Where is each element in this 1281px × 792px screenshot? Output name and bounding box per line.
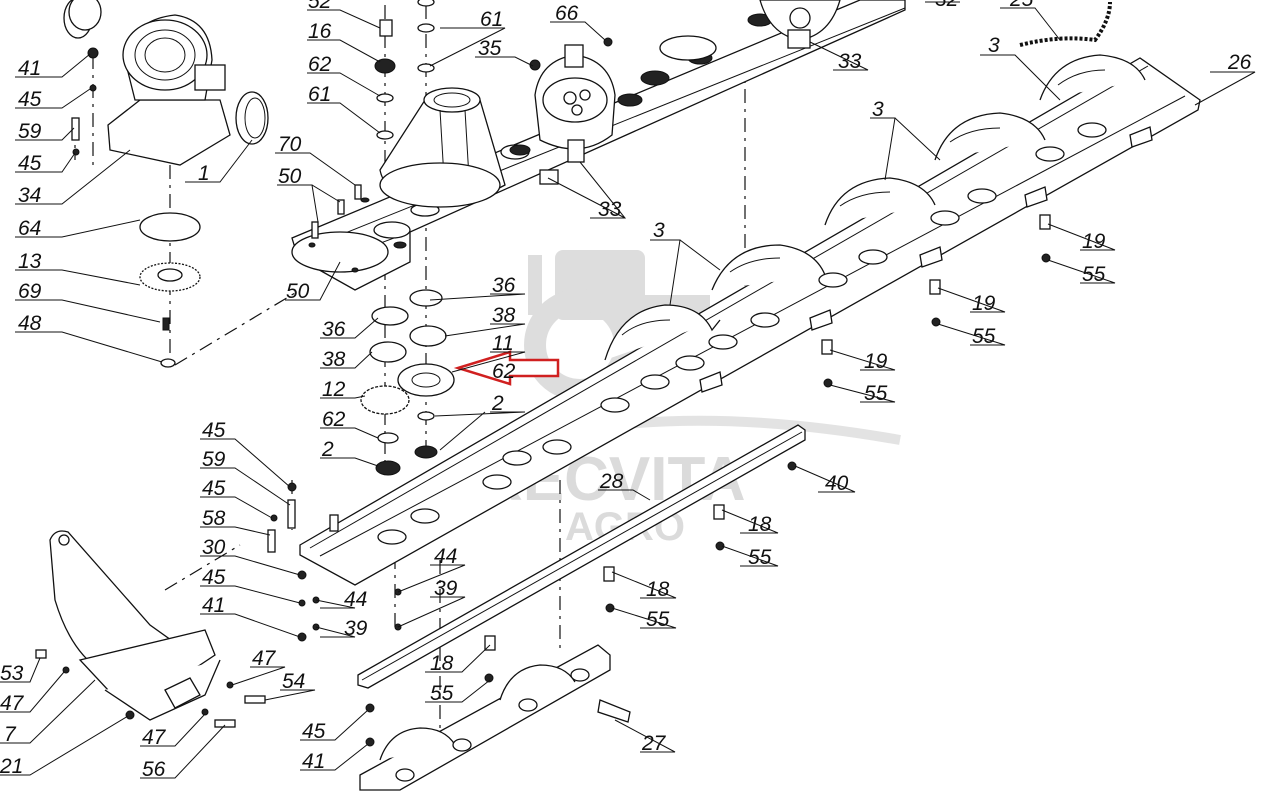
callout-69: 69 [18,280,42,303]
callout-45-f: 45 [302,720,326,743]
callout-33-a: 33 [838,50,862,73]
callout-19-b: 19 [972,292,996,315]
callout-47-a: 47 [0,692,25,715]
callout-2-a: 2 [491,392,504,415]
callout-44-a: 44 [344,588,367,611]
callout-19-c: 19 [864,350,888,373]
drum-housing-upper [534,44,616,185]
callout-39-b: 39 [434,577,458,600]
callout-12: 12 [322,378,346,401]
callout-44-b: 44 [434,545,457,568]
callout-19-a: 19 [1082,230,1106,253]
callout-38-a: 38 [492,304,516,327]
callout-30: 30 [202,536,226,559]
highlight-arrow [453,350,560,386]
callout-45-b: 45 [18,152,42,175]
callout-39-a: 39 [344,617,368,640]
callout-50-a: 50 [278,165,302,188]
callout-11: 11 [492,332,514,355]
callout-38-b: 38 [322,348,346,371]
callout-27: 27 [641,732,667,755]
lower-skid-27 [359,644,631,791]
upper-housing-bar [291,0,906,291]
callout-36-a: 36 [492,274,516,297]
callout-50-b: 50 [286,280,310,303]
gearbox-34 [63,0,269,166]
callout-53: 53 [0,662,24,685]
callout-labels: 41 45 59 45 34 1 64 13 69 48 52 16 62 61… [0,0,1252,781]
callout-52: 52 [308,0,332,13]
callout-61-a: 61 [308,83,331,106]
callout-55-b: 55 [972,325,996,348]
callout-25: 25 [1009,0,1034,11]
callout-66: 66 [555,2,579,25]
chain-25 [1019,1,1112,47]
callout-59-b: 59 [202,448,226,471]
center-stack-right [397,0,455,459]
callout-3-a: 3 [988,34,1000,57]
callout-55-a: 55 [1082,263,1106,286]
callout-18-c: 18 [430,652,454,675]
callout-45-d: 45 [202,477,226,500]
callout-26: 26 [1227,51,1252,74]
knife-bar-28 [357,424,806,689]
callout-45-a: 45 [18,88,42,111]
callout-47-b: 47 [142,726,167,749]
callout-45-c: 45 [202,419,226,442]
callout-55-c: 55 [864,382,888,405]
leader-lines [0,1,1256,779]
callout-56: 56 [142,758,166,781]
callout-55-d: 55 [748,546,772,569]
callout-40: 40 [825,472,849,495]
callout-45-e: 45 [202,566,226,589]
callout-41-c: 41 [302,750,325,773]
cutter-bar-26 [299,54,1201,586]
o-ring-64-shape [139,212,201,242]
callout-33-b: 33 [598,198,622,221]
center-stack-left [360,19,410,476]
callout-18-b: 18 [646,578,670,601]
callout-41-b: 41 [202,594,225,617]
callout-3-b: 3 [872,98,884,121]
callout-36-b: 36 [322,318,346,341]
callout-32: 32 [935,0,959,11]
callout-3-c: 3 [653,219,665,242]
callout-7: 7 [4,723,17,746]
callout-59-a: 59 [18,120,42,143]
callout-55-e: 55 [646,608,670,631]
callout-48: 48 [18,312,42,335]
callout-16: 16 [308,20,332,43]
callout-55-f: 55 [430,682,454,705]
callout-35: 35 [478,37,502,60]
bar-bearings [377,122,1107,545]
callout-1: 1 [198,162,210,185]
callout-64: 64 [18,217,41,240]
callout-62-c: 62 [322,408,346,431]
callout-62-b: 62 [492,360,516,383]
callout-61-b: 61 [480,8,503,31]
callout-41-a: 41 [18,57,41,80]
callout-34: 34 [18,184,41,207]
callout-62-a: 62 [308,53,332,76]
callout-54: 54 [282,670,305,693]
callout-58: 58 [202,507,226,530]
callout-28: 28 [599,470,624,493]
callout-18-a: 18 [748,513,772,536]
central-housing [379,87,506,208]
callout-13: 13 [18,250,42,273]
fasteners [35,37,1051,747]
callout-21: 21 [0,755,23,778]
left-stack [139,212,201,368]
callout-47-c: 47 [252,647,277,670]
drum-housing-top [759,0,841,49]
side-shield-7 [49,530,221,721]
callout-70: 70 [278,133,302,156]
callout-2-b: 2 [321,438,334,461]
